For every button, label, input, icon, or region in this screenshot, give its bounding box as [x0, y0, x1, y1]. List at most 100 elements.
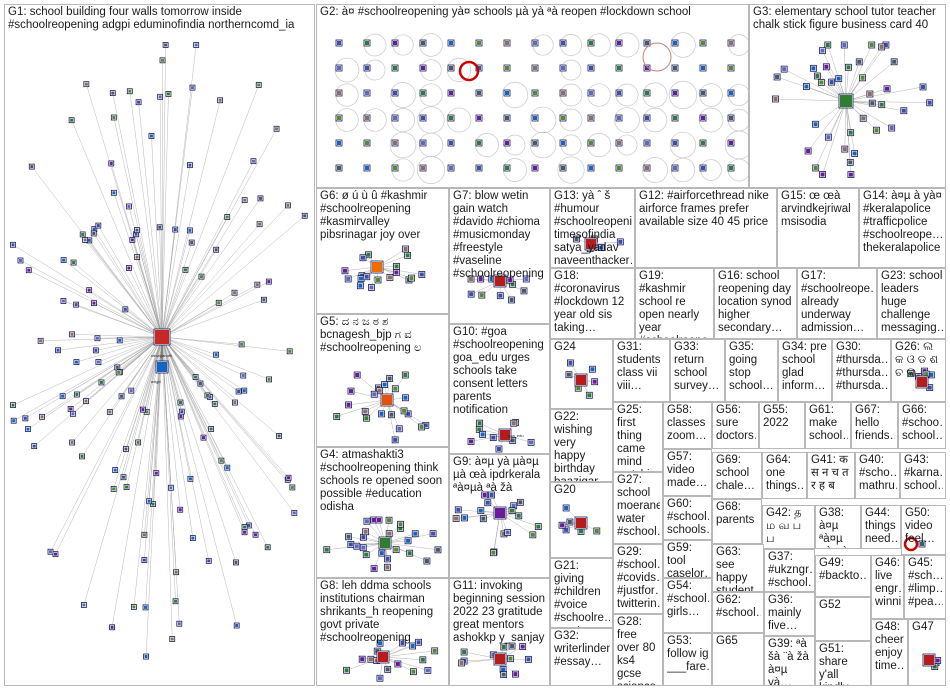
node-fill	[136, 440, 140, 444]
node-fill	[75, 392, 79, 396]
node-fill	[889, 126, 894, 131]
group-g1-label: G1: school building four walls tomorrow …	[8, 6, 295, 31]
node-fill	[477, 41, 481, 45]
group-g15-label: G15: œ œà arvindkejriwal msisodia	[781, 190, 854, 228]
group-g30: G30: #thursda… #thursda… #thursda…	[832, 339, 891, 402]
node-fill	[194, 375, 198, 379]
node-fill	[382, 382, 387, 387]
node-fill	[188, 477, 192, 481]
node-fill	[826, 135, 831, 140]
group-g31: G31: students class vii viii…	[613, 339, 670, 402]
node-fill	[701, 91, 705, 95]
node-fill	[501, 667, 506, 672]
node-fill	[397, 426, 402, 431]
node-fill	[393, 116, 397, 120]
node-fill	[337, 116, 341, 120]
edge	[161, 336, 295, 514]
node-fill	[576, 375, 586, 385]
group-g14: G14: à¤µ à yà¤ #keralapolice #trafficpol…	[859, 188, 946, 268]
group-g58-label: G58: classes zoom…	[667, 404, 709, 442]
node-fill	[729, 41, 733, 45]
node-fill	[258, 196, 262, 200]
node-fill	[247, 523, 251, 527]
group-g37-label: G37: #ukzngr… #school…	[768, 551, 812, 589]
node-fill	[70, 332, 74, 336]
edge	[161, 336, 245, 391]
g1-hub-label: rahulgandhi	[151, 353, 172, 358]
edge	[382, 656, 423, 661]
node-fill	[69, 407, 73, 411]
edge	[131, 336, 163, 391]
group-g2-label: G2: à¤ #schoolreopening yà¤ schools µà y…	[320, 6, 691, 18]
node-fill	[505, 66, 509, 70]
edge	[50, 336, 163, 552]
g26-network	[907, 367, 935, 392]
node-fill	[255, 283, 259, 287]
node-fill	[99, 380, 103, 384]
highlight-ring	[458, 60, 480, 82]
node-fill	[205, 393, 209, 397]
edge	[161, 198, 261, 338]
node-fill	[387, 275, 392, 280]
node-fill	[18, 258, 22, 262]
edge	[161, 93, 169, 338]
edge	[384, 542, 438, 551]
node-fill	[120, 394, 124, 398]
edge	[129, 91, 163, 338]
node-fill	[566, 372, 571, 377]
node-fill	[701, 116, 705, 120]
edge	[807, 100, 847, 152]
node-fill	[364, 416, 369, 421]
group-g56: G56: sure doctors…	[712, 402, 759, 449]
node-fill	[214, 353, 218, 357]
node-fill	[407, 551, 412, 556]
node-fill	[617, 166, 621, 170]
node-fill	[277, 434, 281, 438]
node-fill	[533, 41, 537, 45]
node-fill	[118, 338, 122, 342]
node-fill	[589, 166, 593, 170]
edge	[62, 336, 163, 397]
edge	[161, 242, 192, 338]
node-fill	[170, 637, 174, 641]
g24-network	[565, 359, 599, 399]
node-fill	[365, 66, 369, 70]
group-g31-label: G31: students class vii viii…	[617, 341, 664, 392]
node-fill	[174, 599, 178, 603]
node-fill	[377, 388, 382, 393]
group-g54: G54: #school… girls…	[663, 578, 712, 633]
group-g41: G41: क स न च त र ह ब	[807, 452, 855, 499]
node-fill	[254, 533, 258, 537]
node-fill	[368, 657, 373, 662]
node-fill	[813, 122, 818, 127]
edge	[71, 336, 163, 443]
edge	[98, 225, 163, 338]
group-g2: G2: à¤ #schoolreopening yà¤ schools µà y…	[316, 4, 749, 188]
g10-node-label: goa_edu	[508, 433, 524, 438]
loop-edge	[670, 32, 696, 58]
node-fill	[275, 127, 279, 131]
group-g27-label: G27: school moerane water #school…	[617, 474, 660, 538]
edge	[161, 224, 260, 338]
node-fill	[12, 419, 16, 423]
group-g52: G52	[815, 597, 871, 641]
node-fill	[462, 515, 467, 520]
node-fill	[590, 367, 595, 372]
loop-edge	[529, 131, 557, 159]
node-fill	[491, 435, 496, 440]
node-fill	[924, 655, 934, 665]
node-fill	[561, 41, 565, 45]
node-fill	[842, 43, 847, 47]
edge	[161, 336, 242, 345]
node-fill	[673, 116, 677, 120]
edge	[161, 336, 222, 461]
highlight-ring	[903, 536, 919, 552]
edge	[161, 336, 268, 548]
group-g5-label: G5: ದ ನ ಜ ಠ ಶ bcnagesh_bjp ಗ ವ #schoolre…	[320, 316, 422, 354]
node-fill	[533, 91, 537, 95]
group-g11: G11: invoking beginning session 2022 23 …	[449, 578, 550, 686]
group-g30-label: G30: #thursda… #thursda… #thursda…	[836, 341, 888, 392]
node-fill	[501, 672, 506, 677]
node-fill	[87, 238, 91, 242]
node-fill	[505, 91, 509, 95]
